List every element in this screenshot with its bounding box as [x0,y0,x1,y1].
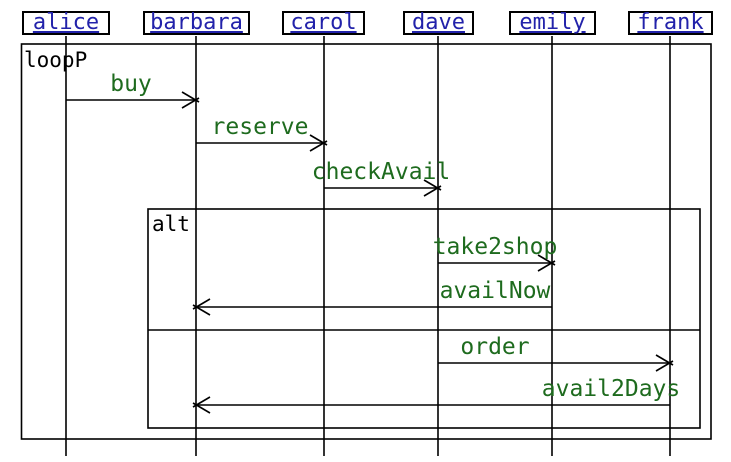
message-arrow-buy [66,91,200,109]
message-label-take2shop: take2shop [432,234,558,260]
frame-label-alt: alt [152,212,190,236]
message-label-order: order [460,334,530,360]
message-arrow-avail2days [192,396,670,414]
message-label-availnow: availNow [439,278,551,304]
actor-box-carol: carol [282,11,365,35]
message-label-reserve: reserve [211,114,309,140]
message-arrow-order [438,354,674,372]
message-arrow-availnow [192,298,552,316]
message-arrow-checkavail [324,179,442,197]
actor-box-emily: emily [509,11,596,35]
alt-frame-border [147,208,701,429]
frame-label-loop: loopP [24,48,88,72]
actor-box-dave: dave [403,11,474,35]
message-label-buy: buy [110,71,152,97]
message-label-avail2days: avail2Days [541,376,681,402]
message-arrow-take2shop [438,254,556,272]
loop-frame-border [20,43,712,440]
actor-box-alice: alice [22,11,110,35]
message-arrow-reserve [196,134,328,152]
actor-box-frank: frank [628,11,713,35]
message-label-checkavail: checkAvail [311,159,451,185]
actor-box-barbara: barbara [143,11,250,35]
